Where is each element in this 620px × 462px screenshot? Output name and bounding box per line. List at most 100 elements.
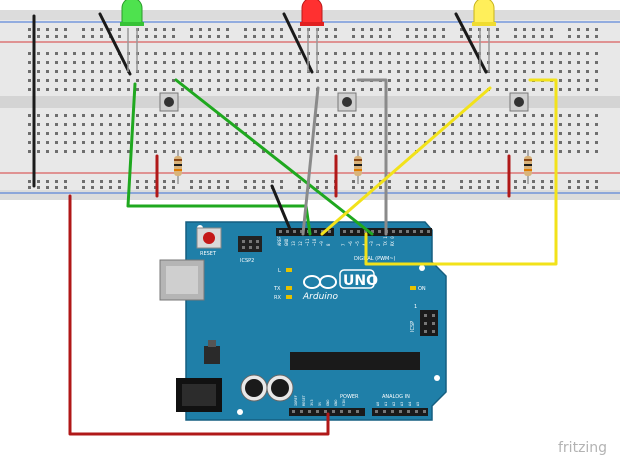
breadboard-hole bbox=[190, 35, 193, 38]
breadboard-hole bbox=[181, 150, 184, 153]
breadboard-hole bbox=[424, 79, 427, 82]
breadboard-hole bbox=[352, 150, 355, 153]
breadboard-hole bbox=[262, 123, 265, 126]
breadboard-hole bbox=[307, 123, 310, 126]
breadboard-hole bbox=[415, 61, 418, 64]
breadboard-hole bbox=[388, 150, 391, 153]
wire-yellow-led3[interactable] bbox=[320, 86, 492, 236]
breadboard-hole bbox=[379, 52, 382, 55]
breadboard-hole bbox=[433, 35, 436, 38]
breadboard-hole bbox=[298, 141, 301, 144]
wire-black-led3-gnd[interactable] bbox=[454, 12, 488, 74]
breadboard-hole bbox=[37, 70, 40, 73]
breadboard-hole bbox=[586, 61, 589, 64]
breadboard-hole bbox=[325, 150, 328, 153]
header-pin bbox=[406, 230, 409, 233]
wire-green-button1[interactable] bbox=[174, 78, 374, 236]
breadboard-hole bbox=[199, 141, 202, 144]
wire-green-led1[interactable] bbox=[126, 82, 312, 236]
breadboard-hole bbox=[91, 52, 94, 55]
wire-black-gnd[interactable] bbox=[270, 184, 294, 236]
led-red-rim bbox=[300, 22, 324, 26]
breadboard-hole bbox=[298, 180, 301, 183]
breadboard-hole bbox=[100, 141, 103, 144]
breadboard-hole bbox=[253, 150, 256, 153]
breadboard-hole bbox=[190, 28, 193, 31]
header-pin bbox=[279, 230, 282, 233]
breadboard-hole bbox=[541, 61, 544, 64]
breadboard-hole bbox=[100, 52, 103, 55]
breadboard-hole bbox=[316, 180, 319, 183]
breadboard-hole bbox=[433, 123, 436, 126]
resistor-3 bbox=[524, 150, 532, 184]
breadboard-hole bbox=[280, 180, 283, 183]
header-pin bbox=[432, 330, 435, 333]
breadboard-hole bbox=[271, 132, 274, 135]
breadboard-hole bbox=[415, 52, 418, 55]
breadboard-hole bbox=[181, 132, 184, 135]
breadboard-hole bbox=[523, 70, 526, 73]
breadboard-hole bbox=[46, 141, 49, 144]
breadboard-hole bbox=[271, 180, 274, 183]
breadboard-hole bbox=[55, 132, 58, 135]
breadboard-hole bbox=[253, 35, 256, 38]
wire-red-5v[interactable] bbox=[68, 194, 330, 436]
breadboard-hole bbox=[316, 186, 319, 189]
breadboard-hole bbox=[91, 150, 94, 153]
breadboard-hole bbox=[244, 28, 247, 31]
pushbutton-2[interactable] bbox=[337, 92, 357, 112]
wire-yellow-button3[interactable] bbox=[364, 78, 558, 266]
pin-label-vin: VIN bbox=[342, 400, 346, 407]
header-pin bbox=[314, 230, 317, 233]
breadboard-hole bbox=[154, 132, 157, 135]
icsp2-label: ICSP2 bbox=[240, 258, 254, 264]
pushbutton-3[interactable] bbox=[509, 92, 529, 112]
breadboard-hole bbox=[379, 28, 382, 31]
breadboard-hole bbox=[253, 186, 256, 189]
pushbutton-1[interactable] bbox=[159, 92, 179, 112]
breadboard-hole bbox=[262, 141, 265, 144]
breadboard-hole bbox=[55, 35, 58, 38]
breadboard-hole bbox=[253, 180, 256, 183]
pin-label-reset: RESET bbox=[302, 394, 306, 406]
breadboard-hole bbox=[136, 88, 139, 91]
pin-label-8: 8 bbox=[326, 243, 331, 246]
breadboard-hole bbox=[352, 61, 355, 64]
breadboard-hole bbox=[334, 141, 337, 144]
breadboard-hole bbox=[235, 114, 238, 117]
breadboard-hole bbox=[568, 141, 571, 144]
breadboard-hole bbox=[136, 141, 139, 144]
breadboard-hole bbox=[523, 123, 526, 126]
header-pin bbox=[350, 230, 353, 233]
breadboard-hole bbox=[505, 123, 508, 126]
breadboard-hole bbox=[190, 61, 193, 64]
breadboard-hole bbox=[577, 61, 580, 64]
breadboard-hole bbox=[298, 132, 301, 135]
breadboard-hole bbox=[550, 70, 553, 73]
breadboard-hole bbox=[316, 114, 319, 117]
breadboard-hole bbox=[550, 28, 553, 31]
header-pin bbox=[308, 410, 311, 413]
breadboard-hole bbox=[325, 186, 328, 189]
wire-gray-led2[interactable] bbox=[301, 86, 320, 236]
breadboard-hole bbox=[109, 180, 112, 183]
breadboard-hole bbox=[397, 123, 400, 126]
wire-gray-button2[interactable] bbox=[356, 78, 388, 236]
breadboard-hole bbox=[154, 70, 157, 73]
breadboard-hole bbox=[226, 35, 229, 38]
breadboard-hole bbox=[325, 123, 328, 126]
breadboard-hole bbox=[199, 35, 202, 38]
breadboard-hole bbox=[244, 70, 247, 73]
breadboard-hole bbox=[523, 186, 526, 189]
breadboard-hole bbox=[424, 123, 427, 126]
breadboard-hole bbox=[145, 79, 148, 82]
breadboard-hole bbox=[307, 150, 310, 153]
breadboard-hole bbox=[586, 132, 589, 135]
breadboard-hole bbox=[307, 79, 310, 82]
breadboard-hole bbox=[532, 132, 535, 135]
breadboard-hole bbox=[433, 79, 436, 82]
breadboard-hole bbox=[541, 132, 544, 135]
pin-label-5v: 5V bbox=[318, 401, 322, 406]
breadboard-hole bbox=[541, 180, 544, 183]
wire-black-led1-gnd[interactable] bbox=[98, 12, 132, 76]
